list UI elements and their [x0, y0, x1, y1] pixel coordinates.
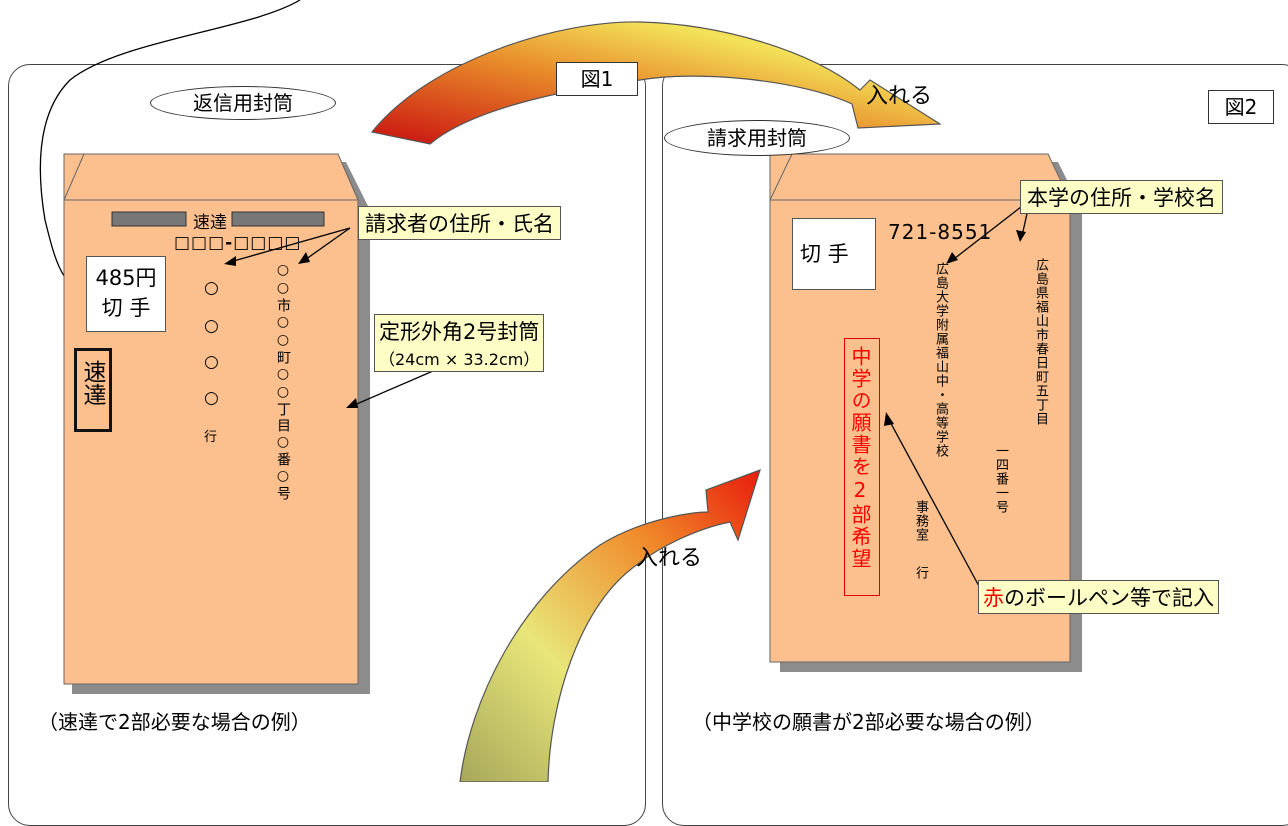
red-note-box — [844, 338, 880, 596]
school-address-line1: 広島県福山市春日町五丁目 — [1033, 258, 1048, 426]
connector-curve — [39, 0, 301, 299]
name-mark-3: ○ — [204, 352, 219, 372]
name-mark-4: ○ — [204, 388, 219, 408]
request-envelope-label: 請求用封筒 — [664, 120, 850, 156]
stamp-485: 485円 切 手 — [86, 256, 166, 332]
express-header: 速達 — [193, 213, 227, 233]
school-office: 事務室 — [913, 500, 928, 542]
return-envelope-label: 返信用封筒 — [150, 86, 336, 120]
stamp-label-2: 切 手 — [800, 242, 849, 266]
callout-school-address: 本学の住所・学校名 — [1020, 180, 1223, 214]
stamp-amount: 485円 — [95, 266, 157, 290]
callout-red-prefix: 赤 — [983, 586, 1004, 610]
express-stamp — [74, 348, 112, 432]
school-address-line2: 一四番一号 — [993, 444, 1008, 514]
postal-code-school: 721-8551 — [888, 220, 993, 244]
red-note-text: 中学の願書を2部希望 — [848, 346, 872, 570]
insert-label-bottom: 入れる — [636, 546, 703, 571]
callout-size-line2: （24cm × 33.2cm） — [379, 350, 540, 369]
figure1-caption: （速達で2部必要な場合の例） — [38, 710, 311, 734]
callout-red-rest: のボールペン等で記入 — [1004, 586, 1214, 610]
express-stamp-text: 速達 — [79, 360, 105, 406]
bottom-insert-arrow — [459, 469, 761, 782]
callout-sender-address: 請求者の住所・氏名 — [358, 206, 561, 240]
figure1-label: 図1 — [556, 62, 638, 96]
name-mark-2: ○ — [204, 316, 219, 336]
callout-red-pen: 赤のボールペン等で記入 — [978, 580, 1219, 614]
stamp-box — [792, 218, 876, 290]
top-insert-arrow — [370, 21, 942, 145]
postal-code-boxes: □□□-□□□□ — [174, 233, 302, 253]
school-name: 広島大学附属福山中・高等学校 — [933, 262, 948, 458]
name-mark-1: ○ — [204, 278, 219, 298]
callout-envelope-size: 定形外角2号封筒 （24cm × 33.2cm） — [374, 314, 545, 372]
recipient-suffix: 行 — [204, 430, 218, 445]
figure2-label: 図2 — [1208, 90, 1274, 124]
sender-address-vertical: ○○市○○町○○丁目○番○号 — [275, 262, 291, 502]
insert-label-top: 入れる — [866, 84, 933, 109]
stamp-label: 切 手 — [101, 296, 151, 320]
school-suffix: 行 — [913, 566, 928, 580]
callout-size-line1: 定形外角2号封筒 — [379, 320, 540, 344]
figure2-caption: （中学校の願書が2部必要な場合の例） — [692, 710, 1045, 734]
